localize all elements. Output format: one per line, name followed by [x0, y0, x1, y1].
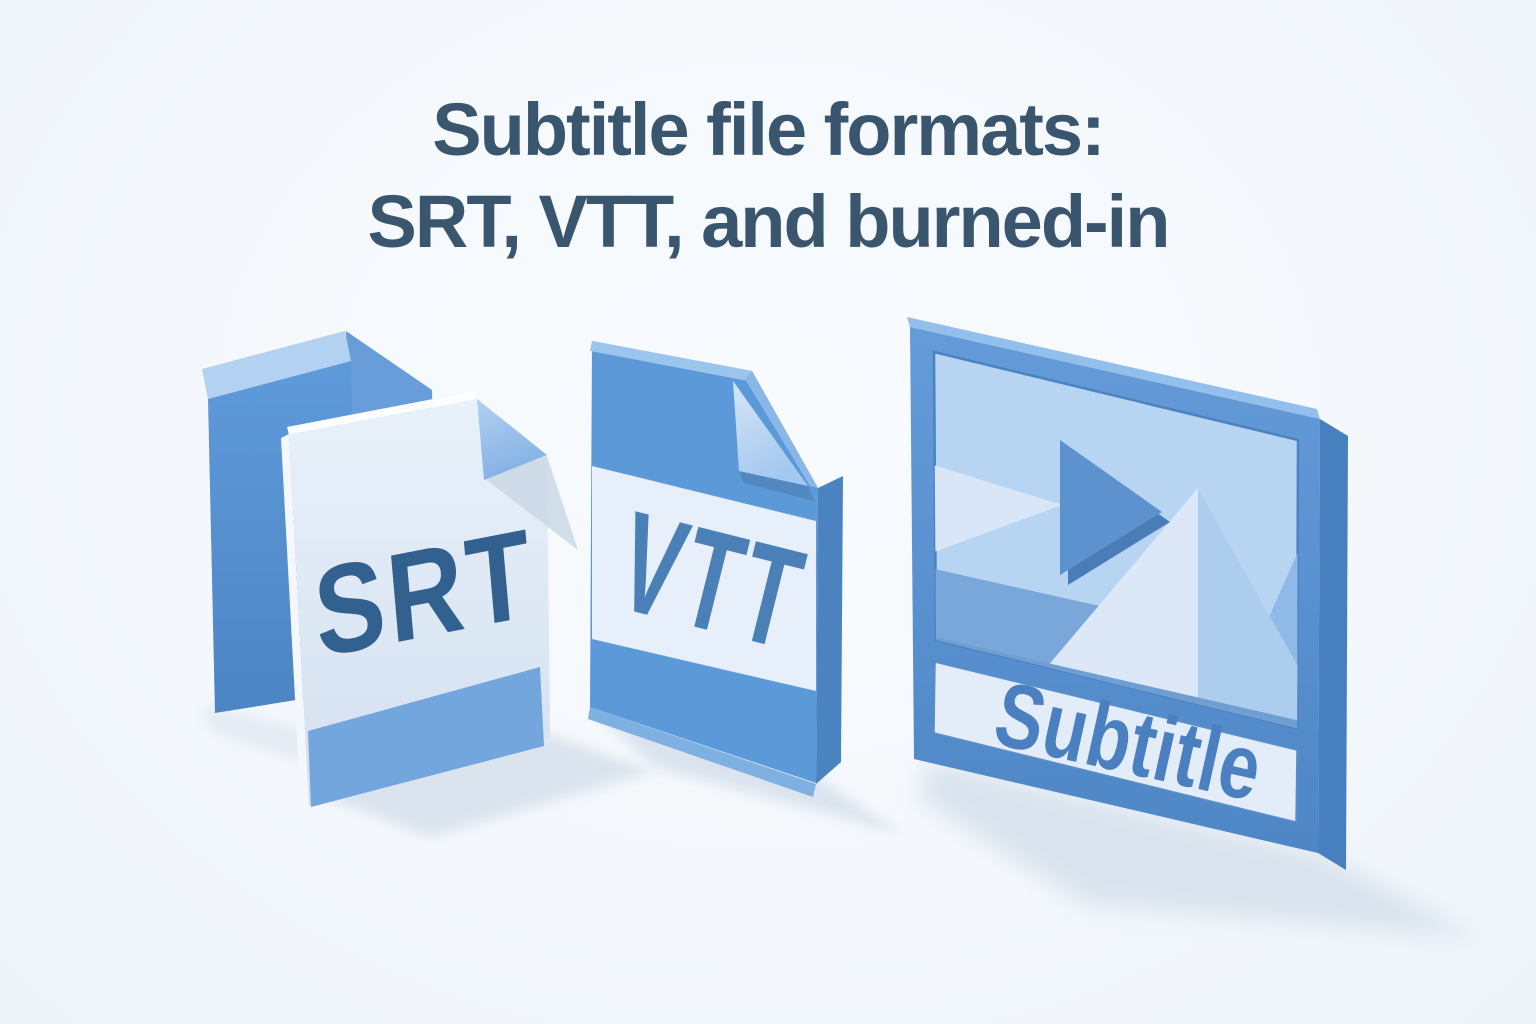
srt-doc-left-edge — [281, 434, 309, 810]
vtt-fold-crease-shadow — [739, 471, 814, 501]
title-line-2: SRT, VTT, and burned-in — [367, 180, 1171, 263]
page-title: Subtitle file formats: SRT, VTT, and bur… — [0, 84, 1536, 268]
srt-doc-bottom-band — [308, 667, 544, 807]
frame-side-face — [1318, 419, 1348, 870]
srt-fold-shadow — [484, 456, 578, 550]
vtt-file-icon: VTT — [588, 341, 843, 797]
vtt-label-band — [592, 466, 816, 691]
left-highlight-wedge — [934, 465, 1062, 552]
video-player-icon: Subtitle — [907, 317, 1348, 870]
srt-doc-top-edge — [287, 391, 477, 435]
vtt-doc-top-bevel — [590, 341, 752, 381]
srt-folded-corner-icon — [477, 399, 547, 480]
subtitle-strip — [933, 661, 1298, 823]
vtt-doc-bottom-edge — [588, 707, 816, 797]
vtt-doc-side-face — [816, 476, 843, 784]
play-icon-face — [1060, 440, 1162, 575]
srt-shadow — [310, 733, 655, 838]
slab-top-face — [202, 331, 351, 399]
frame-top-bevel — [907, 317, 1320, 419]
srt-file-icon: SRT — [281, 391, 578, 810]
mountain-right-face — [1198, 488, 1298, 728]
vtt-folded-corner-icon — [733, 381, 808, 486]
title-line-1: Subtitle file formats: — [432, 88, 1105, 171]
vtt-doc-corner-bevel — [745, 371, 818, 488]
play-icon — [1060, 440, 1170, 585]
frame-shadow — [920, 758, 1478, 938]
